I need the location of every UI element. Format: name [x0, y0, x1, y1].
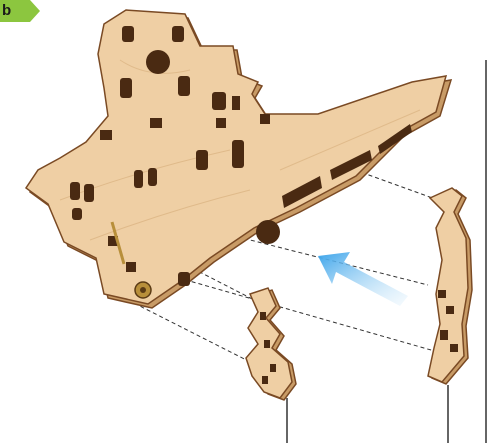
right-curved-part	[428, 188, 472, 384]
main-frame-part	[26, 10, 451, 308]
assembly-arrow-icon	[318, 252, 408, 306]
lower-middle-part	[246, 288, 296, 400]
